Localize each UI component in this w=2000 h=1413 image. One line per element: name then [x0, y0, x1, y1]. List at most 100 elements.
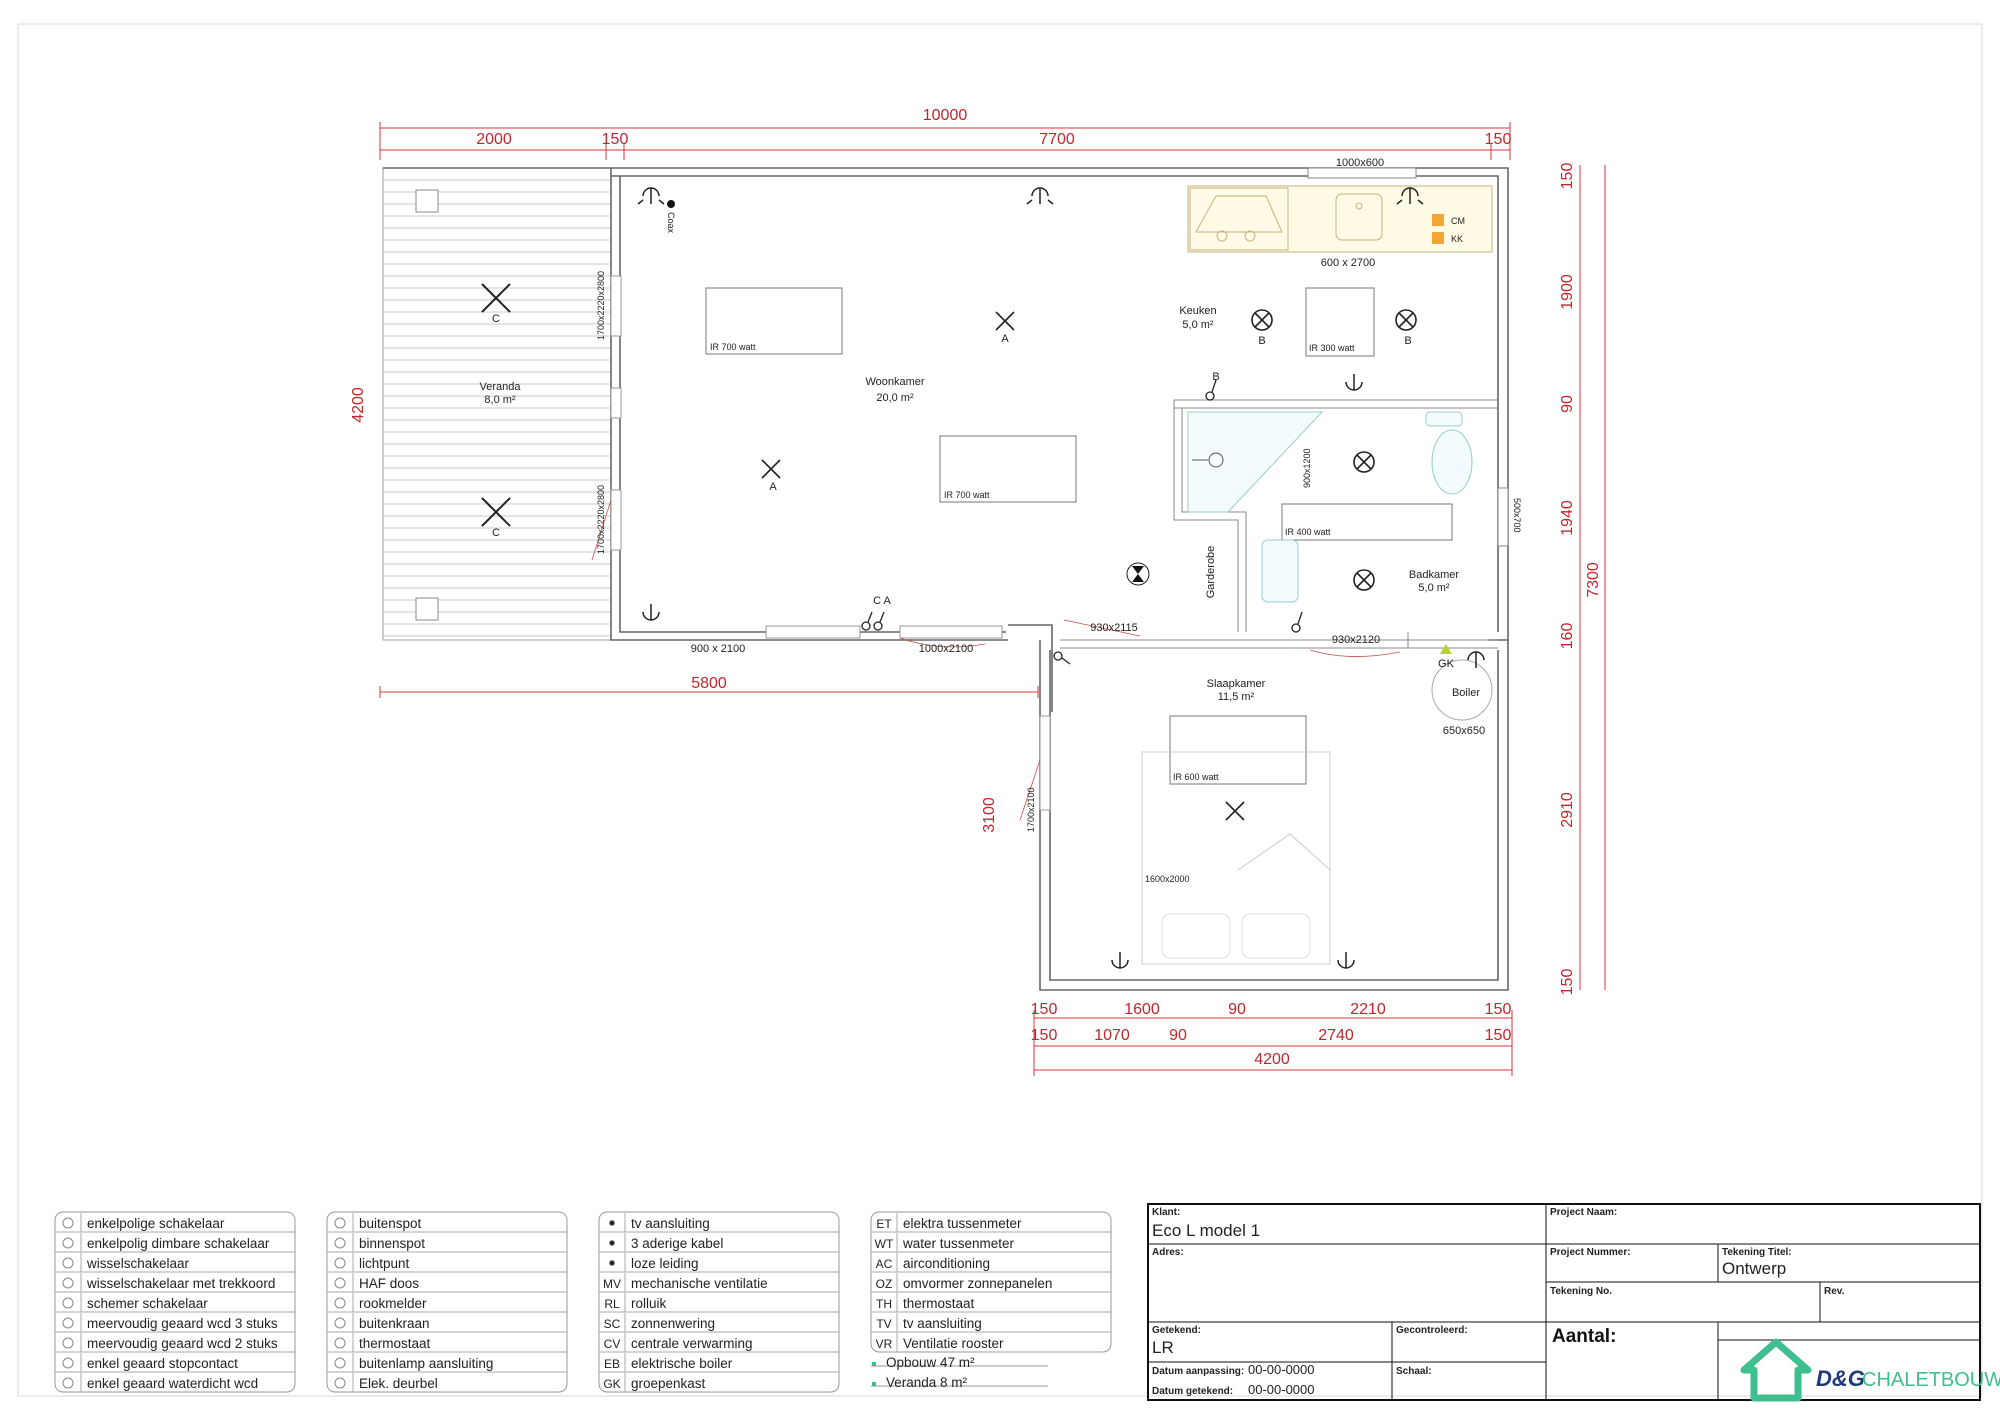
legend-item: buitenspot: [359, 1216, 422, 1231]
dim-top-a: 2000: [476, 131, 512, 148]
label-c-1: C: [492, 313, 500, 325]
legend-symbol-icon: [62, 1277, 74, 1289]
dim-top-c: 7700: [1039, 131, 1075, 148]
tb-klant-label: Klant:: [1152, 1207, 1180, 1218]
legend-item: wisselschakelaar met trekkoord: [86, 1276, 275, 1291]
dim-b2-b: 1070: [1094, 1027, 1130, 1044]
logo-brand: D&G: [1816, 1366, 1865, 1391]
label-ir-400: IR 400 watt: [1285, 527, 1331, 537]
legend-code: CV: [604, 1337, 621, 1351]
left-dimension: 4200 3100: [350, 387, 998, 833]
legend-symbol-icon: [62, 1317, 74, 1329]
tb-rev-label: Rev.: [1824, 1286, 1845, 1297]
legend-code: WT: [875, 1237, 894, 1251]
legend-item: omvormer zonnepanelen: [903, 1276, 1052, 1291]
label-kitchen-2700: 600 x 2700: [1321, 257, 1375, 269]
label-coax: Coax: [666, 212, 676, 234]
legend-symbol-icon: [62, 1297, 74, 1309]
legend-item: airconditioning: [903, 1256, 990, 1271]
tb-aantal-label: Aantal:: [1552, 1326, 1616, 1347]
legend-symbol-icon: [609, 1240, 615, 1246]
legend-item: buitenlamp aansluiting: [359, 1356, 493, 1371]
tb-adres-label: Adres:: [1152, 1247, 1184, 1258]
legend-code: EB: [604, 1357, 620, 1371]
label-door-1700: 1700x2100: [1026, 787, 1036, 832]
dim-b1-e: 150: [1485, 1001, 1512, 1018]
legend-symbol-icon: [334, 1237, 346, 1249]
room-slaapkamer: Slaapkamer: [1207, 678, 1266, 690]
label-ir-300: IR 300 watt: [1309, 343, 1355, 353]
legend-item: elektrische boiler: [631, 1356, 733, 1371]
legend-symbol-icon: [334, 1337, 346, 1349]
label-kk: KK: [1451, 234, 1463, 244]
label-door-v2: 1700x2220x2800: [596, 485, 606, 554]
dim-left-total: 4200: [350, 387, 367, 423]
legend-item: centrale verwarming: [631, 1336, 753, 1351]
dim-b2-d: 2740: [1318, 1027, 1354, 1044]
dim-b1-b: 1600: [1124, 1001, 1160, 1018]
legend-code: VR: [876, 1337, 893, 1351]
legend-symbol-icon: [609, 1260, 615, 1266]
legend-code: TH: [876, 1297, 892, 1311]
legend-opbouw: Opbouw 47 m²: [886, 1355, 975, 1370]
label-boiler: Boiler: [1452, 687, 1480, 699]
room-keuken-area: 5,0 m²: [1182, 319, 1214, 331]
ceiling-lights: [761, 309, 1417, 821]
dim-left-wing: 3100: [981, 797, 998, 833]
legend-symbol-icon: [62, 1217, 74, 1229]
dim-b2-e: 150: [1485, 1027, 1512, 1044]
room-woonkamer-area: 20,0 m²: [876, 392, 914, 404]
legend-item: meervoudig geaard wcd 3 stuks: [87, 1316, 278, 1331]
legend-item: schemer schakelaar: [87, 1296, 208, 1311]
legend-item: groepenkast: [631, 1376, 706, 1391]
legend-symbol-icon: [334, 1217, 346, 1229]
tb-tekening-titel-value: Ontwerp: [1722, 1259, 1786, 1278]
legend-code: GK: [603, 1377, 620, 1391]
label-a-2: A: [769, 481, 777, 493]
label-b-2: B: [1404, 335, 1411, 347]
legend-item: enkelpolige schakelaar: [87, 1216, 225, 1231]
room-woonkamer: Woonkamer: [865, 376, 924, 388]
legend-symbol-icon: [62, 1257, 74, 1269]
legend-symbol-icon: [334, 1297, 346, 1309]
legend-item: 3 aderige kabel: [631, 1236, 723, 1251]
tb-tekening-no-label: Tekening No.: [1550, 1286, 1612, 1297]
tb-klant-value: Eco L model 1: [1152, 1221, 1260, 1240]
walls: [383, 167, 1509, 991]
legend-item: binnenspot: [359, 1236, 425, 1251]
dim-right-total: 7300: [1585, 562, 1602, 598]
legend-item: wisselschakelaar: [86, 1256, 190, 1271]
legend-item: Ventilatie rooster: [903, 1336, 1004, 1351]
dim-top-b: 150: [602, 131, 629, 148]
legend-code: OZ: [876, 1277, 893, 1291]
legend-item: enkelpolig dimbare schakelaar: [87, 1236, 270, 1251]
label-ir-600: IR 600 watt: [1173, 772, 1219, 782]
dim-b2-a: 150: [1031, 1027, 1058, 1044]
right-dimensions: 150 1900 90 1940 160 2910 150 7300: [1559, 163, 1606, 995]
dim-right-f: 2910: [1559, 792, 1576, 828]
dim-right-e: 160: [1559, 623, 1576, 650]
label-door-930-1: 930x2115: [1090, 622, 1138, 634]
legend-item: rookmelder: [359, 1296, 427, 1311]
dim-top-total: 10000: [923, 107, 968, 124]
label-c-2: C: [492, 527, 500, 539]
title-block: Klant: Eco L model 1 Adres: Project Naam…: [1147, 1203, 2000, 1402]
room-slaapkamer-area: 11,5 m²: [1218, 691, 1255, 703]
legend-item: rolluik: [631, 1296, 667, 1311]
tb-getekend-value: LR: [1152, 1338, 1174, 1357]
dim-right-d: 1940: [1559, 500, 1576, 536]
kitchen-counter: CM KK: [1187, 185, 1493, 253]
dim-top-d: 150: [1485, 131, 1512, 148]
legend-item: water tussenmeter: [902, 1236, 1015, 1251]
tb-datum-aanpassing-label: Datum aanpassing:: [1152, 1366, 1244, 1377]
boiler: Boiler 650x650 GK: [1431, 644, 1493, 737]
label-door-1000: 1000x2100: [919, 643, 973, 655]
legend-code: MV: [603, 1277, 621, 1291]
tb-schaal-label: Schaal:: [1396, 1366, 1432, 1377]
dim-right-a: 150: [1559, 163, 1576, 190]
legend-item: loze leiding: [631, 1256, 699, 1271]
socket-icons: [637, 187, 1485, 969]
legend-code: AC: [876, 1257, 893, 1271]
legend-item: thermostaat: [903, 1296, 975, 1311]
